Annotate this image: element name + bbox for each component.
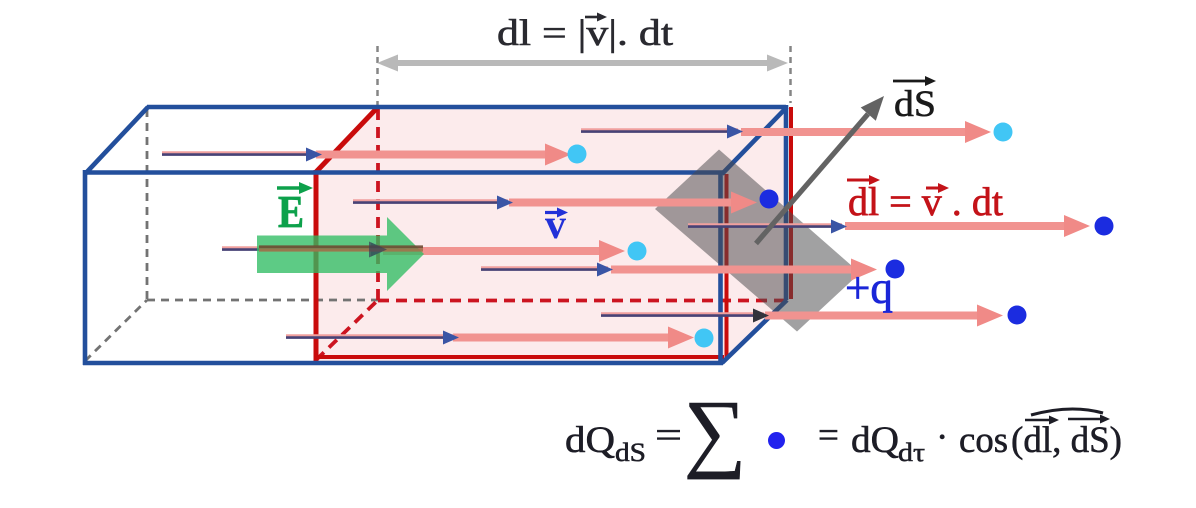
svg-text:dQ: dQ [565,420,615,461]
svg-text:dτ: dτ [898,438,925,467]
svg-text:=: = [818,415,839,456]
svg-text:dS: dS [615,438,646,467]
svg-text:dl = |v|. dt: dl = |v|. dt [497,13,674,54]
svg-text:E: E [278,186,304,237]
svg-text:(dl, dS): (dl, dS) [1011,420,1122,461]
svg-text:=: = [655,415,682,456]
svg-text:dQ: dQ [851,420,899,461]
svg-text:·: · [936,417,948,458]
svg-text:v: v [545,202,566,248]
svg-text:+q: +q [845,263,893,313]
svg-text:cos: cos [959,420,1008,461]
svg-text:dl = v . dt: dl = v . dt [848,179,1003,224]
svg-text:dS: dS [894,84,936,125]
svg-text:∑: ∑ [684,384,747,481]
